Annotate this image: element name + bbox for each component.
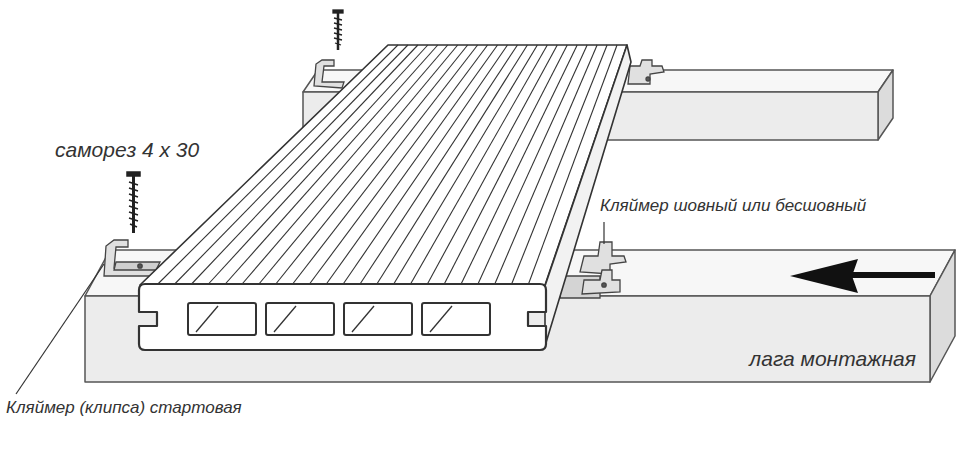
clip (580, 242, 626, 274)
arrow-shaft (850, 272, 935, 278)
arrow-head (790, 259, 858, 293)
board-rib (258, 45, 458, 285)
screw-head (127, 172, 140, 176)
hatch (196, 306, 218, 332)
board-rib (309, 45, 488, 285)
joist-end (878, 70, 893, 140)
board-hollow (422, 303, 490, 335)
clip-label: Кляймер шовный или бесшовный (600, 196, 866, 216)
joist-end (930, 250, 955, 382)
screw (333, 10, 343, 50)
joist-label: лага монтажная (749, 346, 916, 371)
hatch (430, 306, 452, 332)
board-rib (511, 45, 607, 285)
screw-thread (334, 18, 342, 45)
hatch (274, 306, 296, 332)
hatch (352, 306, 374, 332)
decking-board (139, 45, 631, 350)
board-rib (444, 45, 568, 285)
board-rib (376, 45, 527, 285)
screw-thread (129, 182, 138, 227)
leader-line (16, 264, 104, 394)
screw-head (333, 10, 343, 13)
board-rib (174, 45, 408, 285)
board-top (140, 45, 627, 285)
joist-node: лага монтажная (85, 296, 930, 382)
board-hollow (344, 303, 412, 335)
board-rib (494, 45, 597, 285)
direction-arrow (790, 259, 935, 293)
clip-hole (138, 264, 142, 268)
board-rib (157, 45, 398, 285)
start-clip (104, 240, 160, 276)
clip-plate (114, 262, 160, 270)
board-rib (241, 45, 448, 285)
clip (582, 270, 620, 294)
board-rib (393, 45, 537, 285)
clip-hole (646, 77, 650, 81)
clip-label: Кляймер (клипса) стартовая (6, 398, 242, 418)
board-rib (208, 45, 428, 285)
screw-label: саморез 4 х 30 (55, 137, 199, 162)
board-rib (343, 45, 508, 285)
board-hollow (266, 303, 334, 335)
board-end (139, 284, 546, 350)
board-rib (224, 45, 437, 285)
leader-line (603, 222, 604, 244)
clip-hole (602, 283, 606, 287)
board-rib (427, 45, 557, 285)
board-side (545, 45, 631, 346)
clip (314, 60, 344, 88)
board-rib (326, 45, 498, 285)
clip (628, 60, 664, 84)
board-rib (478, 45, 588, 285)
screw (127, 172, 140, 233)
board-rib (292, 45, 478, 285)
board-hollow (188, 303, 256, 335)
board-rib (528, 45, 617, 285)
